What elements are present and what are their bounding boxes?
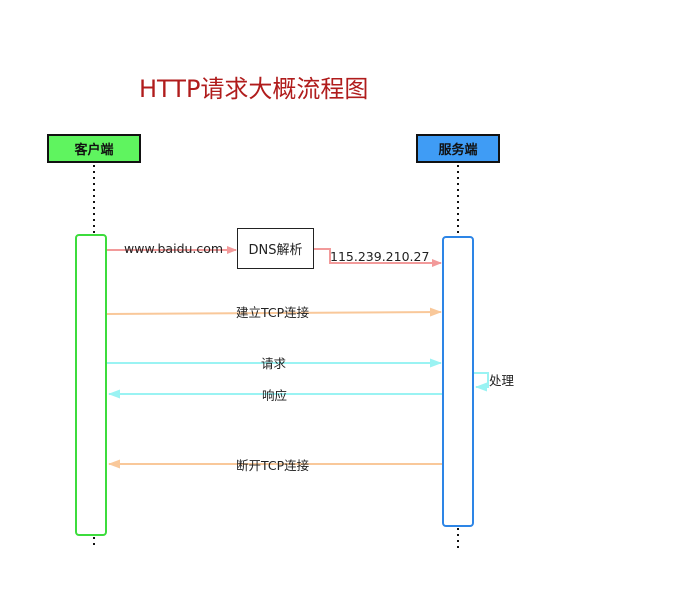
tcp-open-label: 建立TCP连接 [236, 305, 310, 320]
process-arrow-line [474, 372, 489, 392]
response-label: 响应 [262, 388, 288, 403]
client-activation-bar [75, 234, 107, 536]
ip-arrow-line [314, 248, 442, 267]
tcp-close-label: 断开TCP连接 [236, 458, 310, 473]
diagram-title: HTTP请求大概流程图 [139, 75, 369, 103]
request-label: 请求 [261, 356, 287, 371]
server-activation-bar [442, 236, 474, 527]
process-label: 处理 [489, 373, 515, 388]
ip-address-label: 115.239.210.27 [330, 249, 430, 264]
tcp-open-arrow-line [106, 307, 442, 317]
dns-resolution-box: DNS解析 [237, 228, 314, 269]
client-actor: 客户端 [47, 134, 141, 163]
domain-label: www.baidu.com [124, 241, 224, 256]
server-actor: 服务端 [416, 134, 500, 163]
